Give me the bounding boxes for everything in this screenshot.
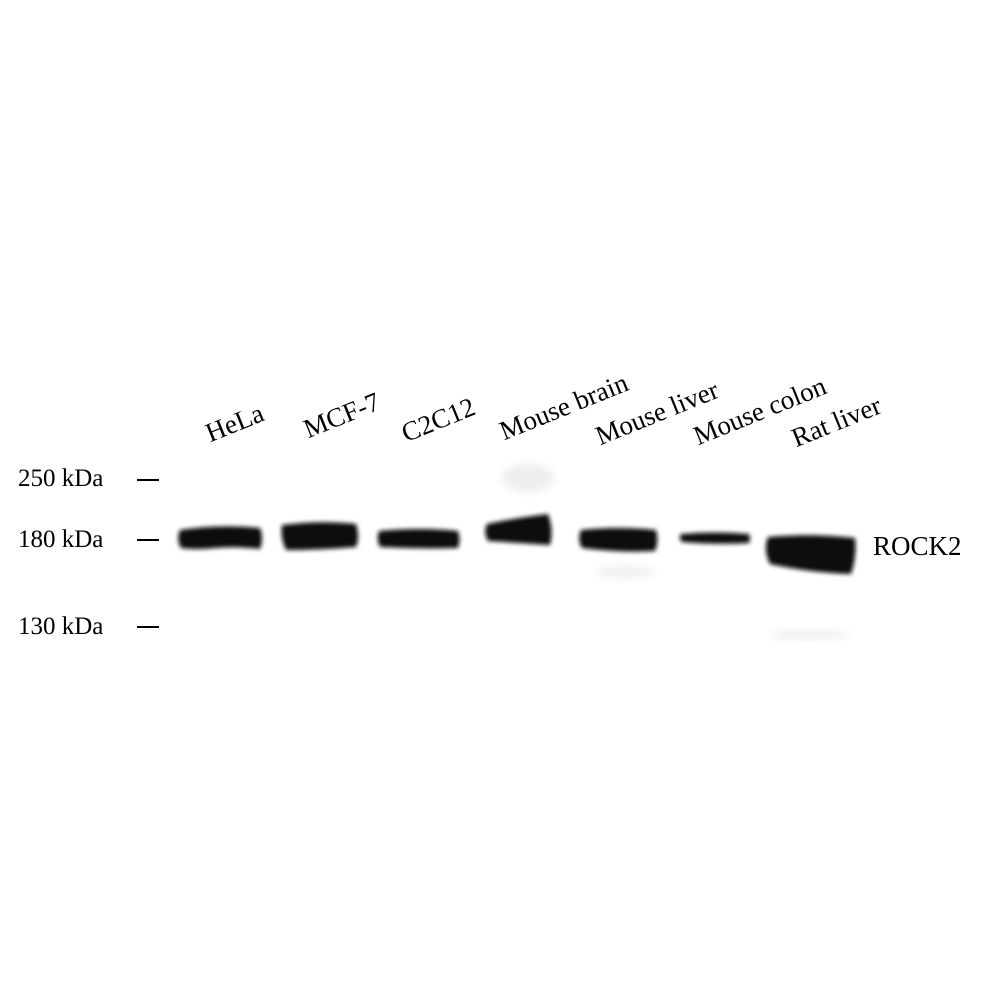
band-hela xyxy=(178,526,262,549)
marker-130-dash xyxy=(137,626,159,628)
marker-250-dash xyxy=(137,479,159,481)
smudge xyxy=(502,464,554,492)
marker-130-label: 130 kDa xyxy=(18,613,104,640)
band-mouse-brain xyxy=(485,514,552,545)
target-label: ROCK2 xyxy=(873,531,962,561)
band-rat-liver xyxy=(765,535,856,574)
marker-250-label: 250 kDa xyxy=(18,465,104,492)
marker-180-dash xyxy=(137,539,159,541)
band-mouse-colon xyxy=(679,532,750,544)
band-mcf7 xyxy=(281,522,358,550)
band-c2c12 xyxy=(377,529,460,549)
band-mouse-liver xyxy=(579,528,658,552)
marker-180-label: 180 kDa xyxy=(18,526,104,553)
smudge xyxy=(595,566,655,578)
smudge xyxy=(770,631,850,639)
